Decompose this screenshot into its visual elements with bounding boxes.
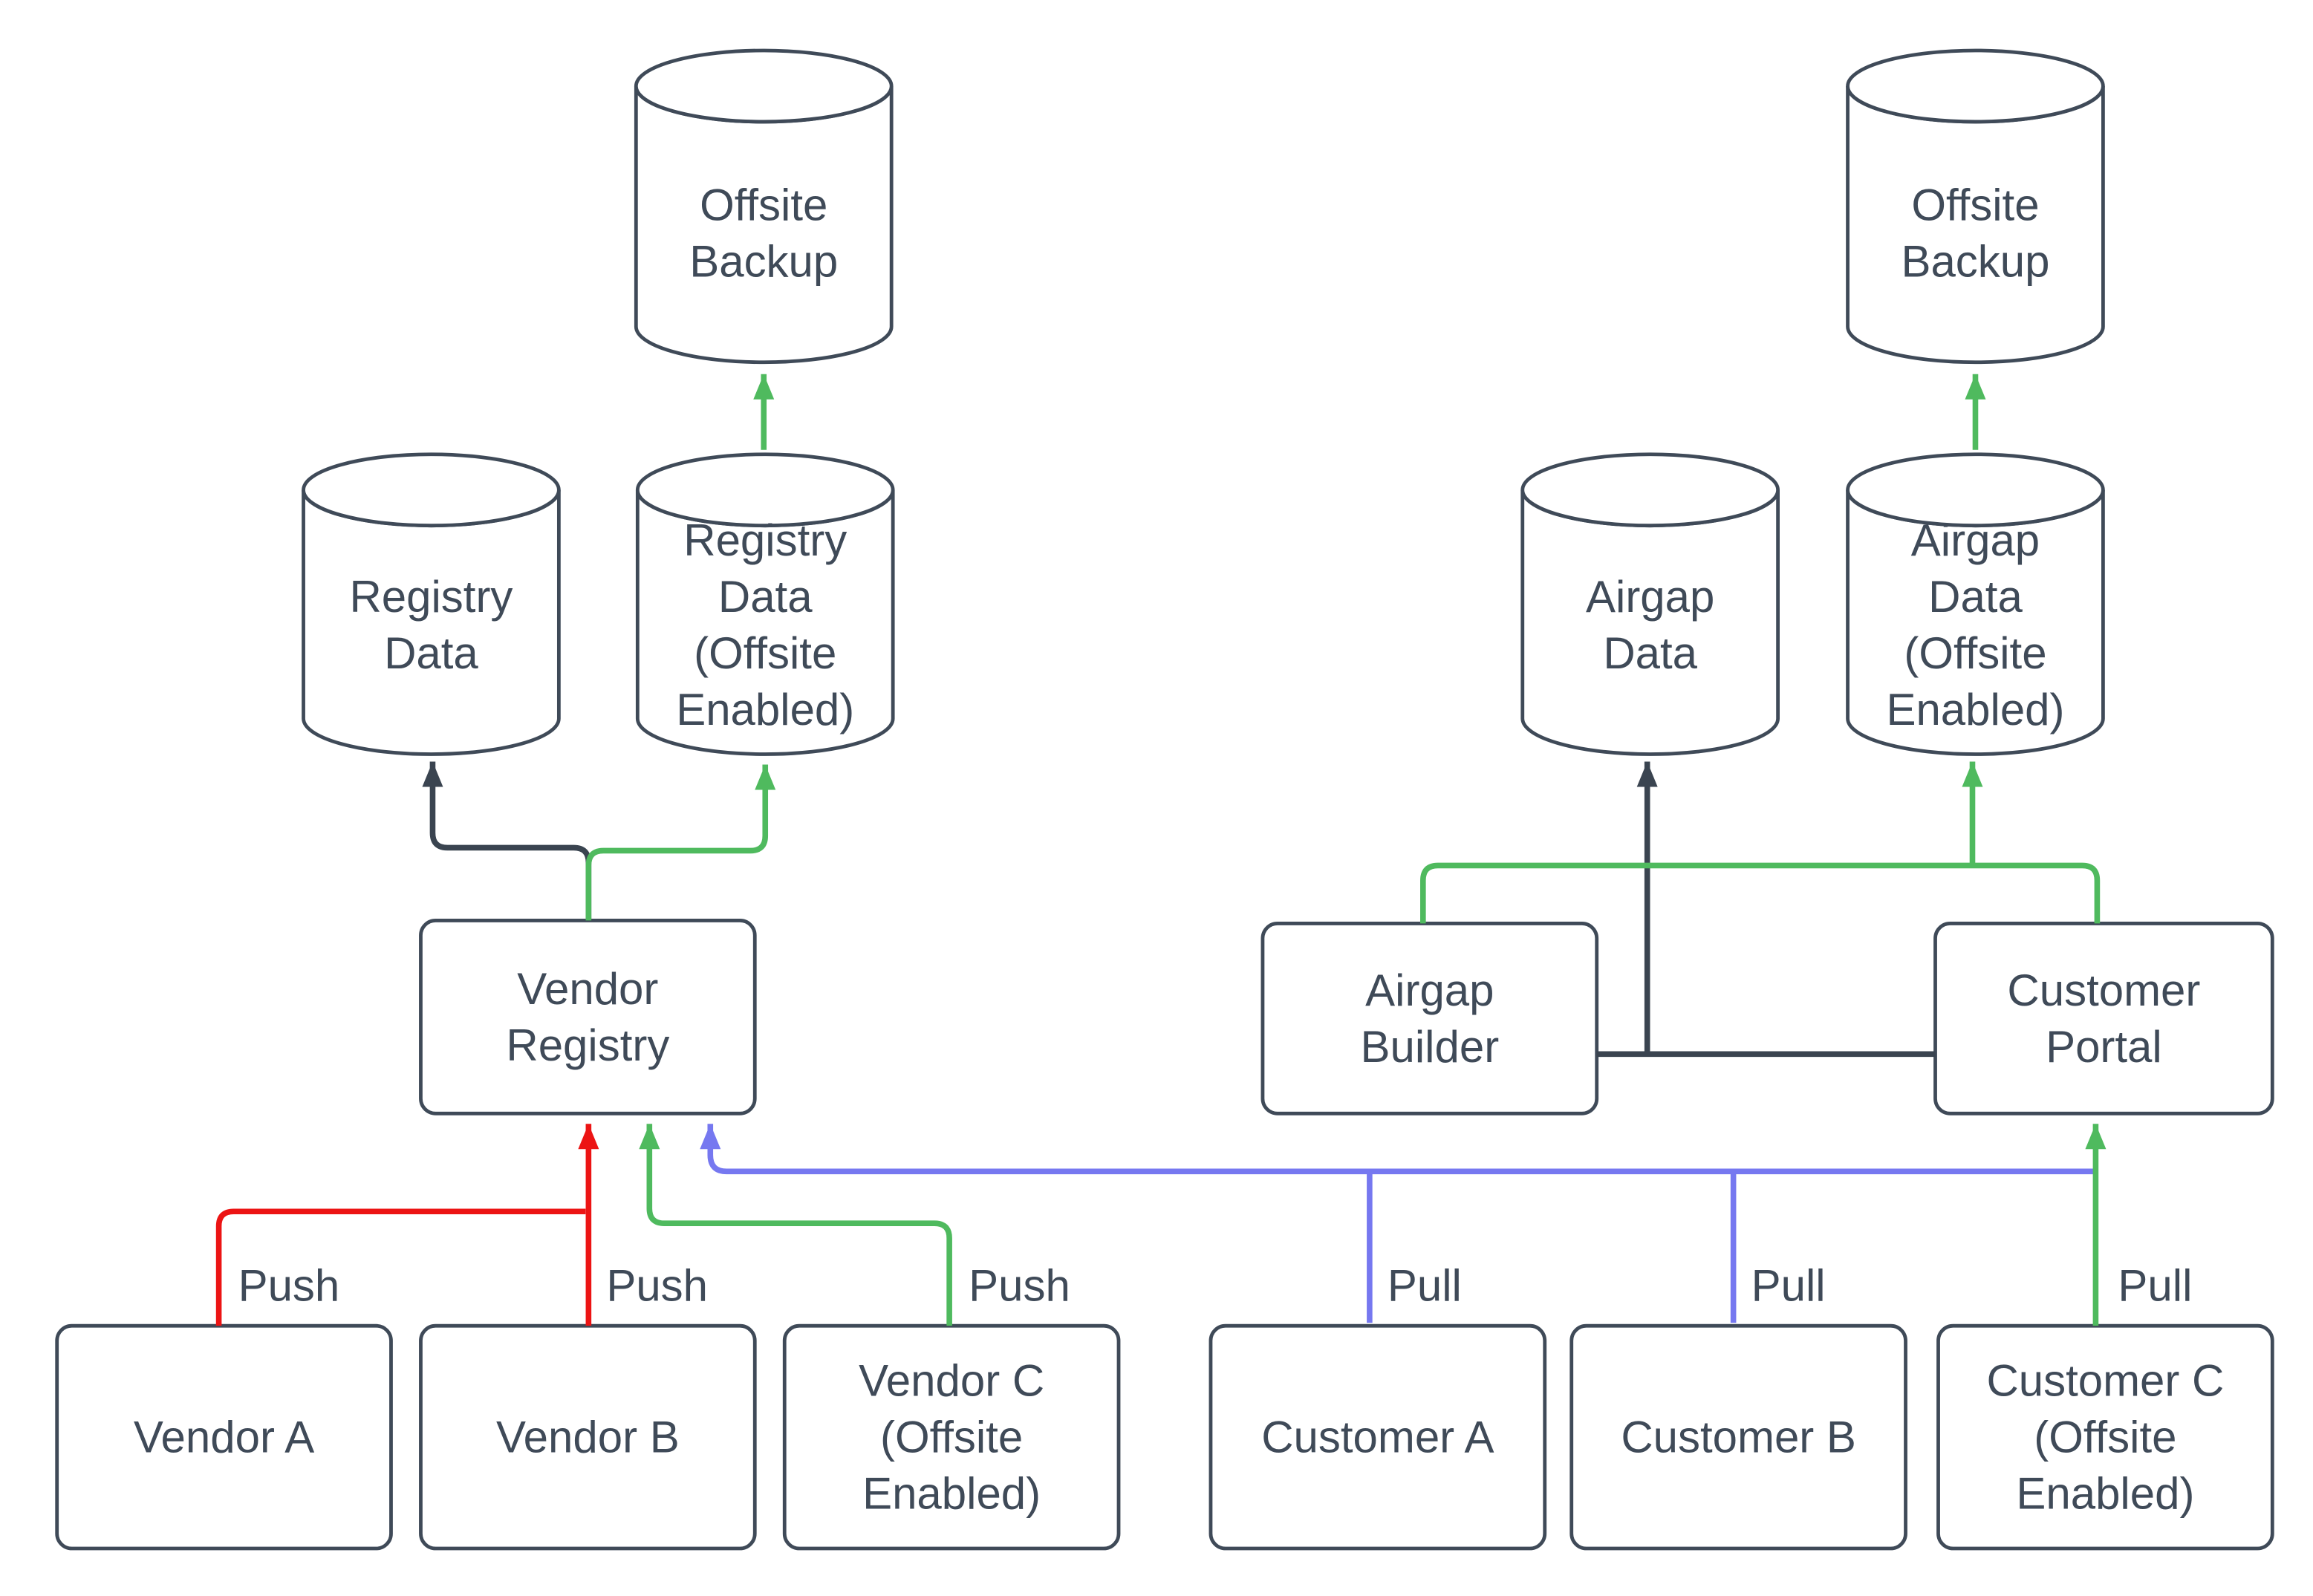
label-edge-customer-b-pull: Pull — [1751, 1261, 1826, 1311]
label-edge-vendor-c-push: Push — [969, 1261, 1070, 1311]
edge-customers-pull-to-registry — [700, 1124, 2096, 1175]
customer-b-label: Customer B — [1621, 1413, 1856, 1462]
vendor-a-box-shape — [55, 1323, 393, 1551]
node-vendor-a: Vendor A — [55, 1323, 393, 1551]
customer-portal-box-shape — [1933, 922, 2274, 1115]
edge-vendor-a-push — [215, 1208, 586, 1326]
customer-a-label: Customer A — [1261, 1413, 1494, 1462]
label-edge-vendor-b-push: Push — [606, 1261, 708, 1311]
label-edge-customer-a-pull: Pull — [1388, 1261, 1462, 1311]
offsite-backup-left-cylinder-top — [634, 48, 894, 124]
customer-a-box-shape — [1208, 1323, 1547, 1551]
airgap-builder-box-shape — [1260, 922, 1599, 1115]
registry-data-offsite-cylinder-top — [635, 452, 895, 528]
offsite-backup-right-cylinder-top — [1846, 48, 2105, 124]
edge-builder-portal-green-connector — [1420, 862, 2101, 924]
label-edge-customer-c-pull: Pull — [2118, 1261, 2192, 1311]
registry-data-cylinder-shape — [302, 489, 561, 756]
node-customer-a: Customer A — [1208, 1323, 1547, 1551]
vendor-registry-box-shape — [419, 919, 757, 1115]
vendor-a-label: Vendor A — [134, 1413, 314, 1462]
edge-label-layer: Push Push Pull Pull Push Pull — [238, 1261, 2193, 1311]
label-edge-vendor-a-push: Push — [238, 1261, 340, 1311]
customer-b-box-shape — [1569, 1323, 1907, 1551]
airgap-data-offsite-cylinder-top — [1846, 452, 2105, 528]
registry-data-cylinder-top — [302, 452, 561, 528]
airgap-data-cylinder-shape — [1520, 489, 1780, 756]
airgap-data-cylinder-top — [1520, 452, 1780, 528]
node-vendor-b: Vendor B — [419, 1323, 757, 1551]
edge-registry-to-offsite-data — [585, 764, 776, 921]
node-customer-b: Customer B — [1569, 1323, 1907, 1551]
edge-vendor-c-push — [639, 1124, 952, 1326]
customer-c-box-shape — [1936, 1323, 2274, 1551]
edge-layer — [215, 374, 2107, 1326]
vendor-b-label: Vendor B — [496, 1413, 680, 1462]
